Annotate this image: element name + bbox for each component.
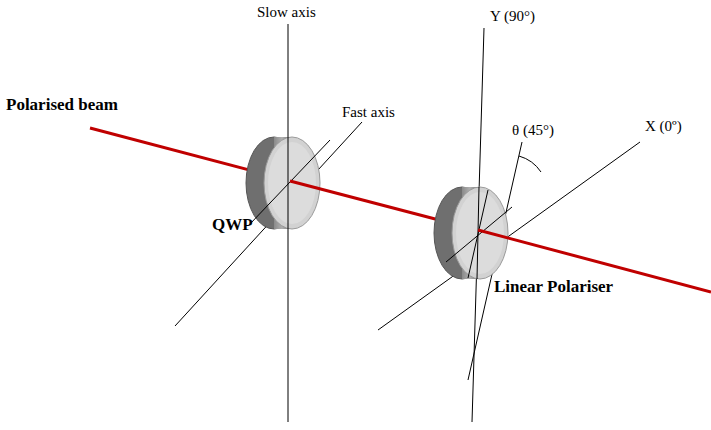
axis-label: X (0º) [645, 118, 682, 135]
axis-label: Fast axis [342, 104, 395, 121]
axis-label: Slow axis [257, 4, 316, 21]
fast-axis-line [175, 122, 362, 326]
slow-axis-line [288, 24, 289, 422]
x-axis-line [378, 142, 640, 330]
linear-polariser-disk [434, 187, 508, 279]
axis-label: θ (45°) [512, 122, 554, 139]
component-label: QWP [212, 216, 253, 235]
angle-arc [519, 156, 541, 172]
beam-label: Polarised beam [6, 96, 118, 115]
beam [90, 128, 272, 176]
qwp-plate [246, 137, 320, 229]
axis-label: Y (90°) [490, 8, 535, 25]
component-label: Linear Polariser [494, 278, 613, 297]
